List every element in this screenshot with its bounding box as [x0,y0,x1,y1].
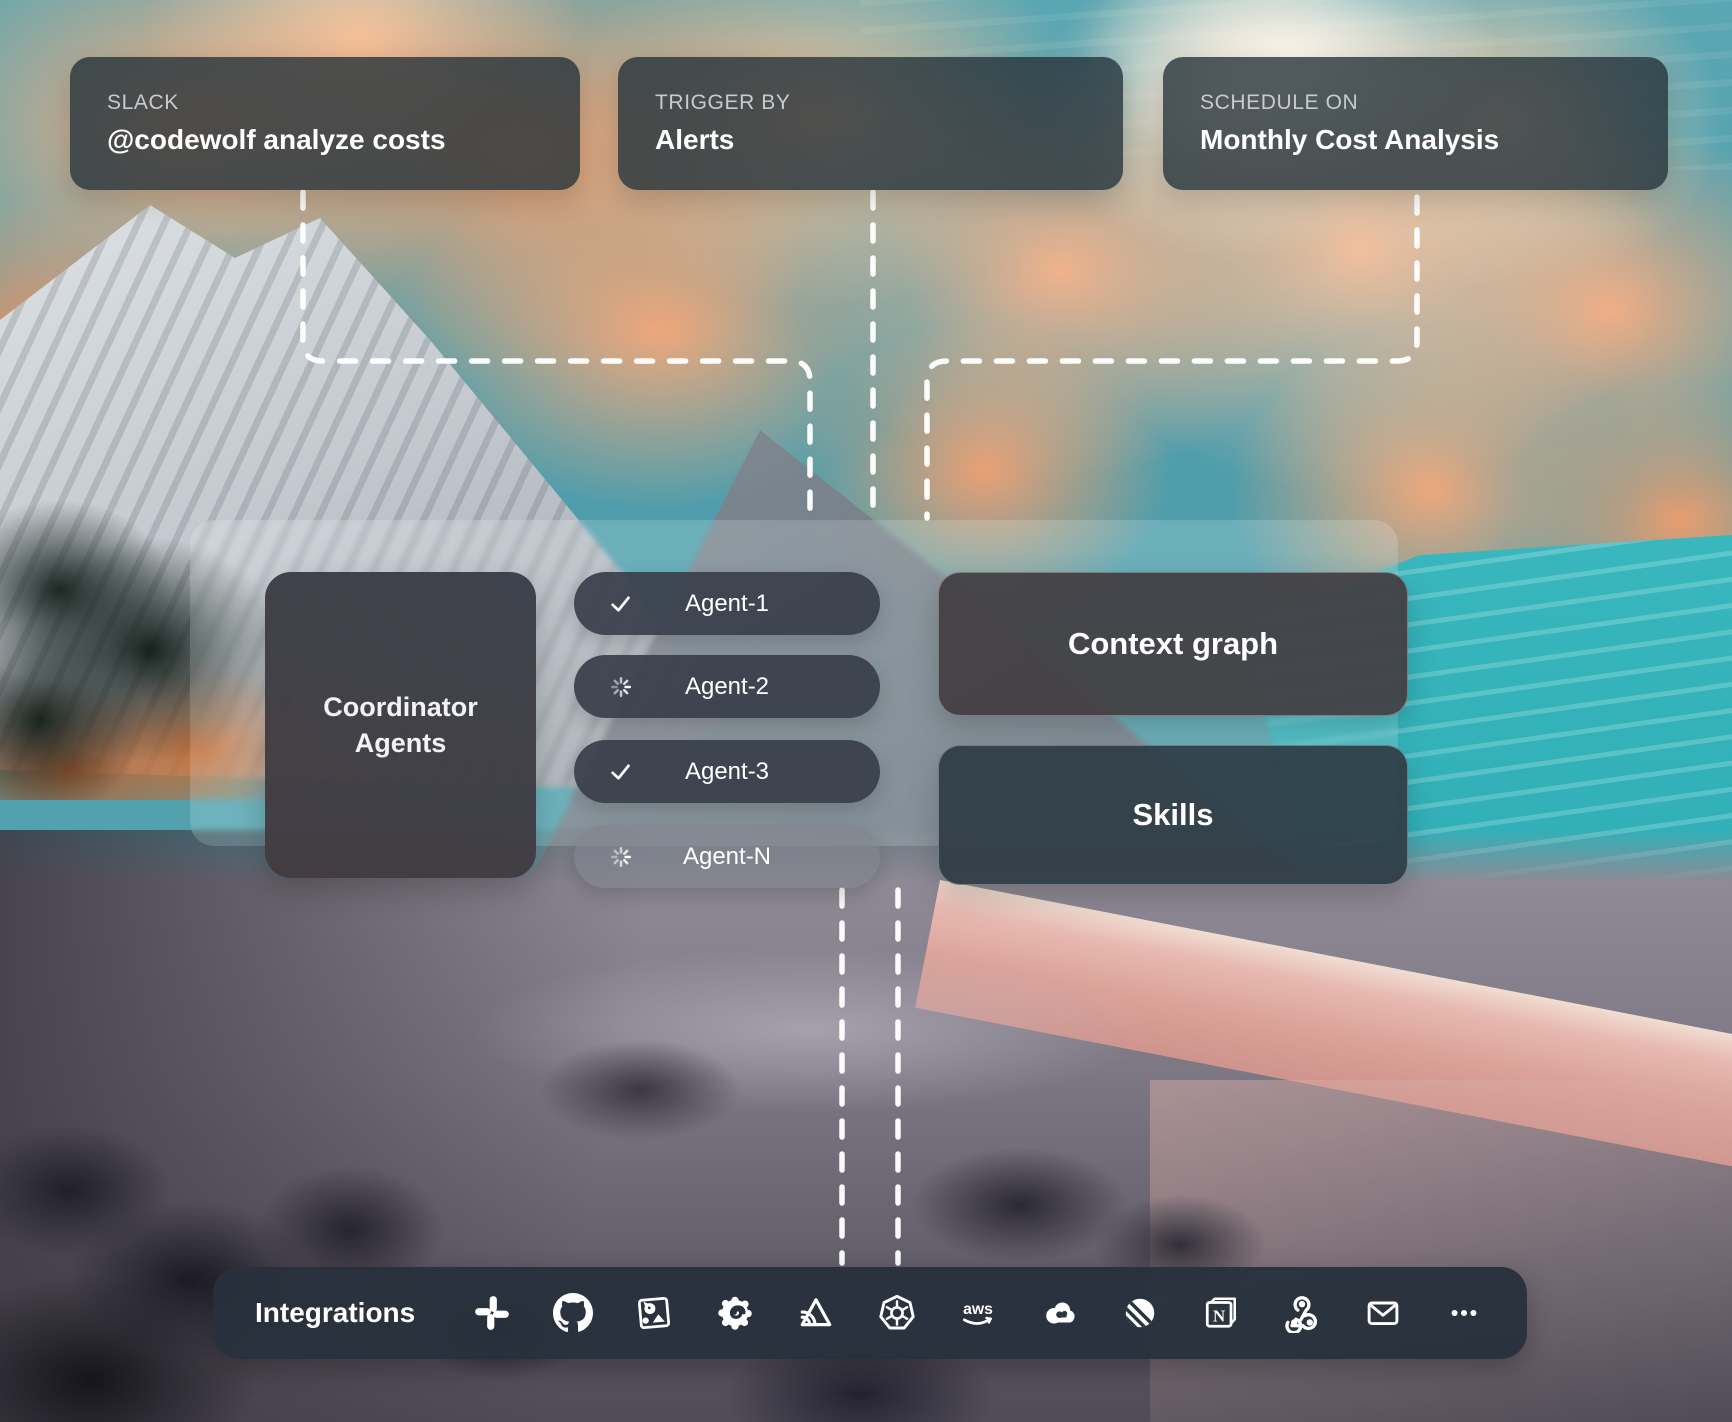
check-icon [606,757,636,787]
skills-node[interactable]: Skills [938,745,1408,885]
context-graph-node[interactable]: Context graph [938,572,1408,716]
coordinator-agents-label: Coordinator Agents [323,691,478,758]
github-icon[interactable] [552,1292,594,1334]
check-icon [606,589,636,619]
trigger-card-value: Alerts [655,124,735,155]
grafana-icon[interactable] [714,1292,756,1334]
more-icon[interactable] [1443,1292,1485,1334]
integrations-icon-row: aws [471,1292,1485,1334]
background-shoreline [915,880,1732,1187]
trigger-by-card[interactable]: TRIGGER BY Alerts [618,57,1123,190]
aws-icon[interactable]: aws [957,1292,999,1334]
agent-n-pill[interactable]: Agent-N [574,825,880,888]
connector-schedule [924,194,1420,521]
background-beach-shine [360,920,1260,1140]
connector-slack [300,189,813,521]
slack-card-label: SLACK [107,91,179,114]
notion-icon[interactable]: N [1200,1292,1242,1334]
schedule-card-label: SCHEDULE ON [1200,91,1359,114]
trigger-card-label: TRIGGER BY [655,91,791,114]
integrations-label: Integrations [255,1297,416,1328]
skills-label: Skills [1132,797,1214,832]
agent-n-status: Agent-3 [684,757,770,785]
integrations-bar: Integrations [213,1267,1527,1359]
spinner-icon [606,842,636,872]
spinner-icon [606,672,636,702]
agent-n-label: Agent-N [682,842,772,870]
coordinator-agents-node[interactable]: Coordinator Agents [265,572,536,878]
agent-1-pill[interactable]: Agent-1 [574,572,880,635]
webhook-icon[interactable] [1281,1292,1323,1334]
kubernetes-icon[interactable] [876,1292,918,1334]
datadog-icon[interactable] [633,1292,675,1334]
mail-icon[interactable] [1362,1292,1404,1334]
background-beach-pink [1150,1080,1732,1422]
agent-2-label: Agent-2 [684,672,770,700]
agent-1-label: Agent-1 [684,589,770,617]
schedule-card-value: Monthly Cost Analysis [1200,124,1500,155]
slack-icon[interactable] [471,1292,513,1334]
slack-trigger-card[interactable]: SLACK @codewolf analyze costs [70,57,580,190]
agent-2-pill[interactable]: Agent-2 [574,655,880,718]
context-graph-label: Context graph [1067,626,1279,661]
slack-card-value: @codewolf analyze costs [107,124,446,155]
agent-3-pill[interactable]: Agent-3 [574,740,880,803]
svg-text:aws: aws [963,1301,993,1318]
cloud-icon[interactable] [1038,1292,1080,1334]
svg-text:N: N [1213,1306,1225,1325]
linear-icon[interactable] [1119,1292,1161,1334]
sentry-icon[interactable] [795,1292,837,1334]
schedule-on-card[interactable]: SCHEDULE ON Monthly Cost Analysis [1163,57,1668,190]
